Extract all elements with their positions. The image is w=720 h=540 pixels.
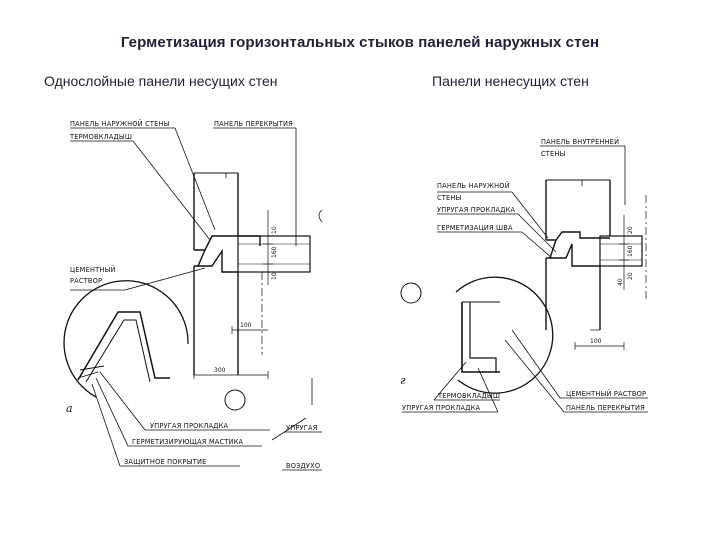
label-floor-panel: ПАНЕЛЬ ПЕРЕКРЫТИЯ — [214, 120, 293, 128]
label-elastic-gasket-2-r: УПРУГАЯ ПРОКЛАДКА — [402, 404, 480, 412]
label-sealing-mastic: ГЕРМЕТИЗИРУЮЩАЯ МАСТИКА — [132, 438, 243, 446]
label-outer-panel: ПАНЕЛЬ НАРУЖНОЙ СТЕНЫ — [70, 119, 170, 128]
dim-10-top: 10 — [271, 226, 278, 234]
dim-100: 100 — [240, 322, 252, 329]
label-protective-coating: ЗАЩИТНОЕ ПОКРЫТИЕ — [124, 458, 206, 466]
label-cement-2: РАСТВОР — [70, 277, 102, 285]
dim-300: 300 — [214, 367, 226, 374]
dim-20-bottom-r: 20 — [627, 272, 634, 280]
right-figure — [400, 145, 648, 413]
figure-letter-a: а — [66, 402, 73, 415]
label-cement-mortar-r: ЦЕМЕНТНЫЙ РАСТВОР — [566, 389, 646, 398]
figure-letter-g: г — [400, 374, 406, 387]
dim-100-r: 100 — [590, 338, 602, 345]
label-inner-panel-1: ПАНЕЛЬ ВНУТРЕННЕЙ — [541, 137, 619, 146]
label-floor-panel-r: ПАНЕЛЬ ПЕРЕКРЫТИЯ — [566, 404, 645, 412]
page-title: Герметизация горизонтальных стыков панел… — [120, 34, 600, 51]
dim-20-top-r: 20 — [627, 226, 634, 234]
dim-40-r: 40 — [617, 278, 624, 286]
label-outer-panel-2-r: СТЕНЫ — [437, 194, 462, 202]
label-elastic-gasket: УПРУГАЯ ПРОКЛАДКА — [150, 422, 228, 430]
dim-160-r: 160 — [627, 245, 634, 257]
label-inner-panel-2: СТЕНЫ — [541, 150, 566, 158]
left-figure — [63, 127, 323, 471]
dim-160: 160 — [271, 246, 278, 258]
label-outer-panel-1-r: ПАНЕЛЬ НАРУЖНОЙ — [437, 181, 510, 190]
label-thermal-insert-r: ТЕРМОВКЛАДЫШ — [437, 392, 500, 400]
subtitle-non-load-bearing: Панели ненесущих стен — [432, 73, 589, 89]
label-cut-1: УПРУГАЯ — [286, 424, 317, 432]
subtitle-load-bearing: Однослойные панели несущих стен — [44, 73, 278, 89]
label-cut-2: ВОЗДУХО — [286, 462, 320, 470]
label-elastic-gasket-r: УПРУГАЯ ПРОКЛАДКА — [437, 206, 515, 214]
label-seam-sealing: ГЕРМЕТИЗАЦИЯ ШВА — [437, 224, 513, 232]
label-cement-1: ЦЕМЕНТНЫЙ — [70, 265, 116, 274]
dim-10-bottom: 10 — [271, 272, 278, 280]
label-thermal-insert: ТЕРМОВКЛАДЫШ — [69, 133, 132, 141]
